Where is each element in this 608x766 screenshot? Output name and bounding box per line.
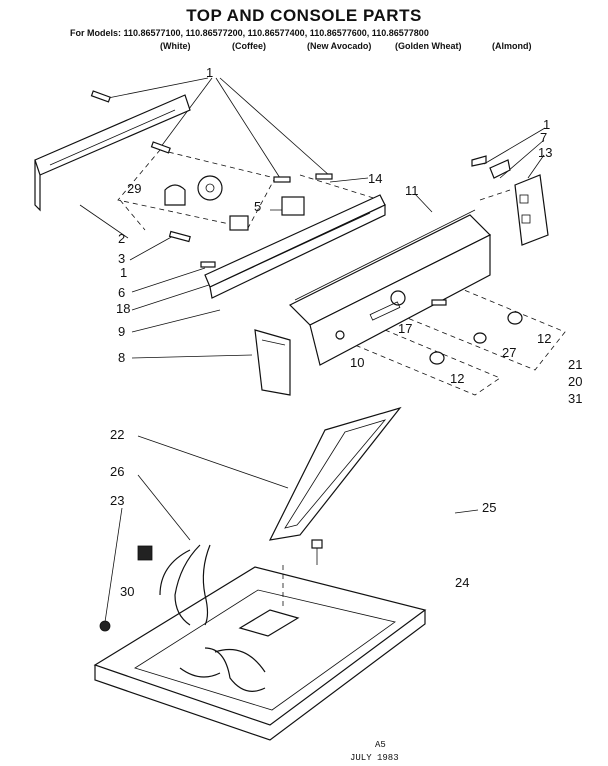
part-2-panel xyxy=(34,94,191,212)
callout-27: 27 xyxy=(502,345,517,360)
callout-9: 9 xyxy=(118,324,126,339)
callout-12b: 12 xyxy=(450,371,465,386)
callout-11: 11 xyxy=(405,183,419,198)
footer-date: JULY 1983 xyxy=(350,753,399,763)
callout-1c: 1 xyxy=(120,265,128,280)
color-label-new-avocado: (New Avocado) xyxy=(307,41,372,51)
callout-17: 17 xyxy=(398,321,413,336)
part-22-filter xyxy=(268,406,402,541)
page-title: TOP AND CONSOLE PARTS xyxy=(186,6,422,25)
color-label-almond: (Almond) xyxy=(492,41,532,51)
callout-21: 21 xyxy=(568,357,583,372)
callout-13: 13 xyxy=(538,145,553,160)
part-26-harness xyxy=(159,544,266,692)
callout-24: 24 xyxy=(455,575,470,590)
part-8-panel xyxy=(254,329,291,396)
callout-1b: 1 xyxy=(543,117,551,132)
callout-14: 14 xyxy=(368,171,383,186)
color-label-white: (White) xyxy=(160,41,191,51)
callout-12a: 12 xyxy=(537,331,552,346)
part-9-bracket xyxy=(204,194,386,299)
part-30-terminal xyxy=(137,545,153,561)
part-24-top-panel xyxy=(93,565,427,741)
color-label-golden-wheat: (Golden Wheat) xyxy=(395,41,462,51)
part-11-console xyxy=(288,209,492,366)
knobs xyxy=(335,299,523,365)
callout-30: 30 xyxy=(120,584,135,599)
callout-31: 31 xyxy=(568,391,583,406)
part-13-bracket xyxy=(471,155,549,246)
callout-22: 22 xyxy=(110,427,125,442)
screws-top xyxy=(90,90,333,268)
callout-6: 6 xyxy=(118,285,126,300)
callout-20: 20 xyxy=(568,374,583,389)
callout-25: 25 xyxy=(482,500,497,515)
callout-7: 7 xyxy=(540,130,548,145)
callout-8: 8 xyxy=(118,350,126,365)
color-label-coffee: (Coffee) xyxy=(232,41,266,51)
callout-1a: 1 xyxy=(206,65,214,80)
models-line: For Models: 110.86577100, 110.86577200, … xyxy=(70,28,429,38)
callout-5: 5 xyxy=(254,199,262,214)
switch-parts xyxy=(164,175,305,231)
footer-code: A5 xyxy=(375,740,386,750)
dashed-groups xyxy=(117,149,566,396)
callout-10: 10 xyxy=(350,355,365,370)
callout-3: 3 xyxy=(118,251,126,266)
part-23-grommet xyxy=(99,620,111,632)
callout-29: 29 xyxy=(127,181,142,196)
callout-26: 26 xyxy=(110,464,125,479)
leader-lines xyxy=(79,77,546,623)
callout-23: 23 xyxy=(110,493,125,508)
part-25-screw xyxy=(311,539,323,549)
callout-2: 2 xyxy=(118,231,126,246)
callout-18: 18 xyxy=(116,301,131,316)
